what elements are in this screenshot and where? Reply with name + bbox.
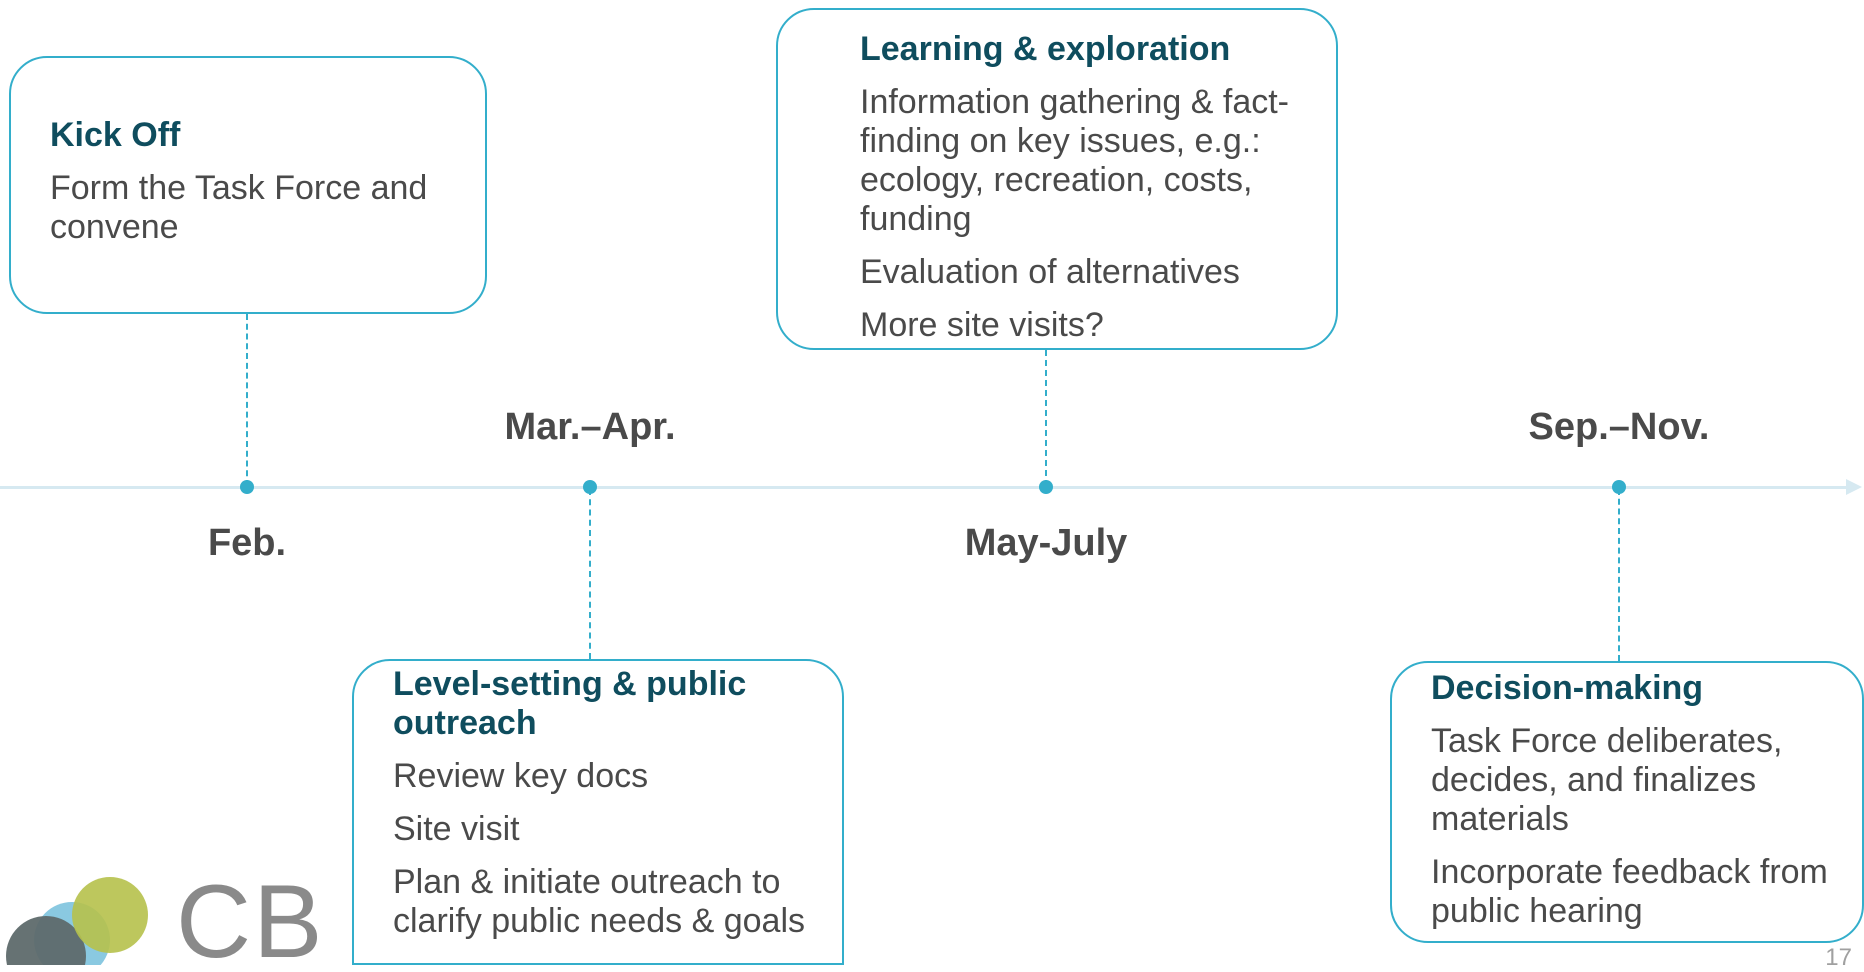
- milestone-dot-sep-nov: [1612, 480, 1626, 494]
- date-label-feb: Feb.: [207, 522, 287, 564]
- milestone-dot-may-july: [1039, 480, 1053, 494]
- date-label-may-july: May-July: [964, 522, 1128, 564]
- phase-item: Evaluation of alternatives: [860, 253, 1240, 291]
- cbi-logo-mark: [6, 877, 148, 965]
- phase-item: Incorporate feedback from public hearing: [1431, 853, 1828, 930]
- phase-item: Task Force deliberates, decides, and fin…: [1431, 722, 1783, 838]
- phase-item: Site visit: [393, 810, 520, 848]
- phase-item: More site visits?: [860, 306, 1104, 344]
- phase-item: Plan & initiate outreach to clarify publ…: [393, 863, 806, 940]
- date-label-mar-apr: Mar.–Apr.: [504, 406, 676, 448]
- phase-box-level-setting: Level-setting & public outreach Review k…: [352, 659, 844, 965]
- connector-kick-off: [246, 314, 248, 486]
- logo-text: CBI: [176, 870, 330, 965]
- date-label-sep-nov: Sep.–Nov.: [1528, 406, 1710, 448]
- phase-item: Information gathering & fact-finding on …: [860, 83, 1290, 238]
- timeline-arrowhead: [1846, 479, 1862, 495]
- milestone-dot-feb: [240, 480, 254, 494]
- milestone-dot-mar-apr: [583, 480, 597, 494]
- phase-title: Decision-making: [1431, 669, 1704, 707]
- page-number: 17: [1825, 944, 1852, 971]
- connector-decision: [1618, 489, 1620, 661]
- timeline-axis: [0, 486, 1848, 489]
- phase-item: Review key docs: [393, 757, 649, 795]
- connector-learning: [1045, 350, 1047, 486]
- phase-title: Level-setting & public outreach: [393, 665, 747, 742]
- phase-item: Form the Task Force and convene: [50, 169, 428, 246]
- phase-title: Kick Off: [50, 116, 181, 154]
- phase-box-decision: Decision-making Task Force deliberates, …: [1390, 661, 1864, 943]
- phase-box-kick-off: Kick Off Form the Task Force and convene: [9, 56, 487, 314]
- phase-title: Learning & exploration: [860, 30, 1231, 68]
- cbi-logo: CBI: [0, 870, 330, 965]
- connector-level-setting: [589, 489, 591, 659]
- phase-box-learning: Learning & exploration Information gathe…: [776, 8, 1338, 350]
